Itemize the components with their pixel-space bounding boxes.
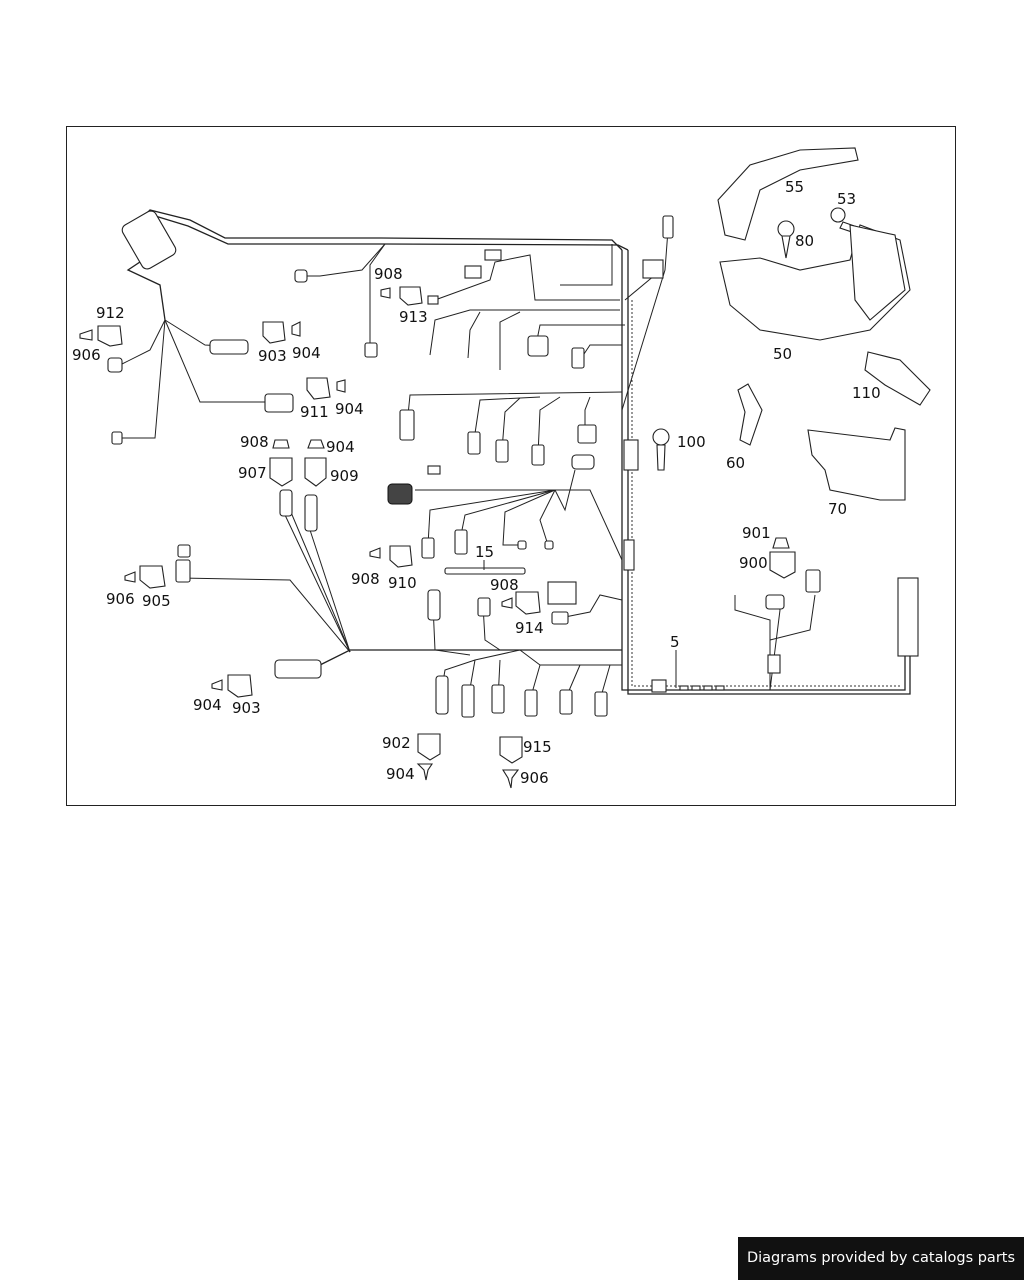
callout-906: 906	[520, 769, 549, 787]
callout-906: 906	[72, 346, 101, 364]
callout-60: 60	[726, 454, 745, 472]
callout-908: 908	[490, 576, 519, 594]
callout-908: 908	[240, 433, 269, 451]
credit-footer: Diagrams provided by catalogs parts	[738, 1237, 1024, 1280]
callout-909: 909	[330, 467, 359, 485]
callout-903: 903	[232, 699, 261, 717]
callout-15: 15	[475, 543, 494, 561]
callout-905: 905	[142, 592, 171, 610]
callout-53: 53	[837, 190, 856, 208]
callout-912: 912	[96, 304, 125, 322]
callout-80: 80	[795, 232, 814, 250]
callout-908: 908	[351, 570, 380, 588]
loose-parts	[79, 147, 931, 789]
callout-110: 110	[852, 384, 881, 402]
connectors	[107, 210, 919, 718]
leader-lines	[483, 560, 677, 688]
callout-906: 906	[106, 590, 135, 608]
callout-902: 902	[382, 734, 411, 752]
callout-100: 100	[677, 433, 706, 451]
callout-910: 910	[388, 574, 417, 592]
callout-904: 904	[335, 400, 364, 418]
callout-913: 913	[399, 308, 428, 326]
callout-915: 915	[523, 738, 552, 756]
callout-900: 900	[739, 554, 768, 572]
callout-904: 904	[292, 344, 321, 362]
callout-908: 908	[374, 265, 403, 283]
diagram-frame	[66, 126, 956, 806]
callout-914: 914	[515, 619, 544, 637]
callout-70: 70	[828, 500, 847, 518]
callout-5: 5	[670, 633, 680, 651]
callout-904: 904	[193, 696, 222, 714]
callout-901: 901	[742, 524, 771, 542]
callout-911: 911	[300, 403, 329, 421]
callout-50: 50	[773, 345, 792, 363]
callout-labels: 912 906 903 904 911 904 908 913 908 904 …	[72, 178, 881, 787]
callout-904: 904	[326, 438, 355, 456]
callout-55: 55	[785, 178, 804, 196]
callout-904: 904	[386, 765, 415, 783]
callout-907: 907	[238, 464, 267, 482]
callout-903: 903	[258, 347, 287, 365]
